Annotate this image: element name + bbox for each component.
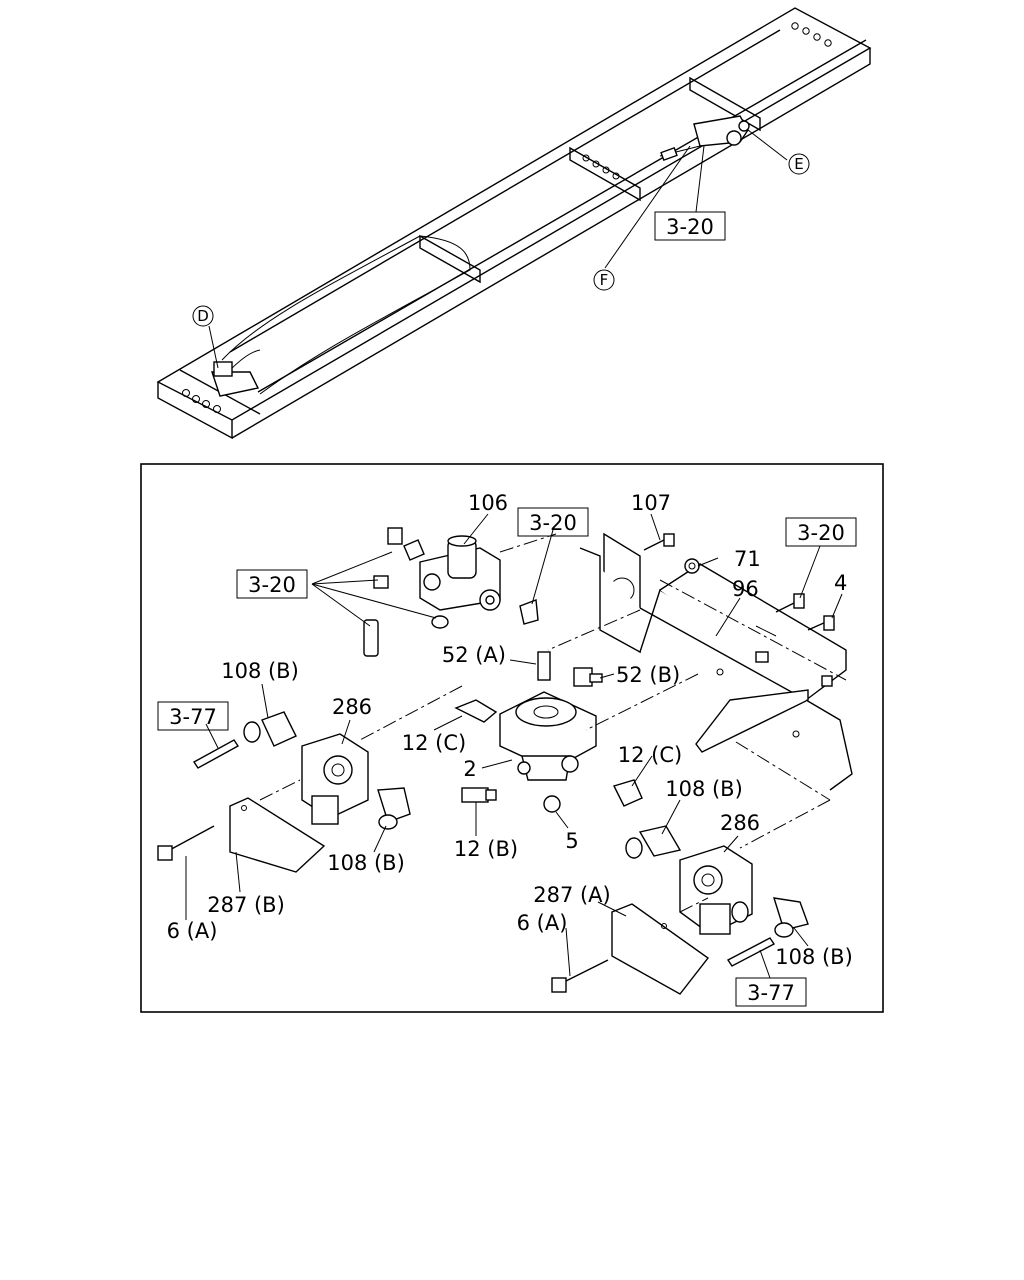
ref-box-3-20-top: 3-20: [517, 507, 589, 537]
chassis-frame: [156, 7, 872, 440]
svg-text:3-77: 3-77: [169, 705, 217, 729]
label-5: 5: [565, 829, 578, 853]
ref-box-3-20-left: 3-20: [236, 569, 308, 599]
ref-box-3-77-left: 3-77: [157, 701, 229, 731]
label-108b-4: 108 (B): [775, 945, 853, 969]
svg-text:3-77: 3-77: [747, 981, 795, 1005]
label-2: 2: [463, 757, 476, 781]
relay-valve-286-left: [301, 733, 369, 825]
bracket-287a: [611, 903, 710, 995]
ref-box-3-77-right: 3-77: [735, 977, 807, 1007]
ref-box-3-20-overview: 3-20: [654, 211, 726, 241]
elbow-108b-4: [772, 897, 809, 938]
relay-valve-286-right: [679, 845, 753, 935]
pipe-3-77-left: [192, 739, 240, 769]
bracket-287b: [229, 797, 326, 873]
label-96: 96: [732, 577, 759, 601]
label-107: 107: [631, 491, 671, 515]
pipe-3-77-right: [726, 937, 776, 967]
bolt-6a-right: [551, 959, 609, 993]
label-52a: 52 (A): [442, 643, 506, 667]
label-52b: 52 (B): [616, 663, 680, 687]
callout-f: F: [593, 269, 615, 291]
label-4: 4: [834, 571, 847, 595]
label-108b-3: 108 (B): [327, 851, 405, 875]
bolt-107: [643, 533, 675, 551]
callout-e: E: [788, 153, 810, 175]
nut-5: [543, 795, 561, 813]
svg-text:3-20: 3-20: [529, 511, 577, 535]
label-106: 106: [468, 491, 508, 515]
bracket-96: [579, 532, 853, 791]
svg-text:3-20: 3-20: [666, 215, 714, 239]
bolt-ref: [775, 593, 805, 613]
svg-text:D: D: [197, 307, 209, 325]
bolt-4: [807, 615, 835, 631]
valve-106: [363, 527, 539, 657]
valve-106-arrows: [311, 513, 554, 627]
label-6a-1: 6 (A): [167, 919, 218, 943]
label-108b-2: 108 (B): [665, 777, 743, 801]
bolt-6a-left: [157, 825, 215, 861]
assembly-centerlines: [259, 533, 847, 913]
elbow-108b-2: [377, 787, 411, 830]
label-6a-2: 6 (A): [517, 911, 568, 935]
overview-leaders: [208, 129, 788, 369]
label-287a: 287 (A): [533, 883, 611, 907]
fitting-12b: [461, 787, 497, 803]
fitting-12c-left: [454, 699, 498, 723]
detail-frame: [140, 463, 884, 1013]
label-286-2: 286: [720, 811, 760, 835]
detail-callouts: 106 107 71 96 4 3-20 3-20 3-20 52 (A) 52…: [157, 491, 857, 1007]
label-71: 71: [734, 547, 761, 571]
svg-text:3-20: 3-20: [248, 573, 296, 597]
detail-leaders: [185, 513, 843, 979]
fitting-52b: [573, 667, 603, 687]
nut-71: [684, 558, 700, 574]
svg-text:F: F: [600, 271, 609, 289]
label-108b-1: 108 (B): [221, 659, 299, 683]
fitting-12c-right: [613, 779, 643, 807]
svg-text:3-20: 3-20: [797, 521, 845, 545]
ref-box-3-20-right: 3-20: [785, 517, 857, 547]
elbow-108b-3: [625, 825, 682, 859]
label-12c-1: 12 (C): [402, 731, 466, 755]
label-286-1: 286: [332, 695, 372, 719]
label-12c-2: 12 (C): [618, 743, 682, 767]
svg-text:E: E: [794, 155, 803, 173]
relay-valve-2: [499, 651, 597, 781]
label-287b: 287 (B): [207, 893, 285, 917]
callout-d: D: [192, 305, 214, 327]
elbow-108b-1: [243, 711, 297, 747]
label-12b: 12 (B): [454, 837, 518, 861]
